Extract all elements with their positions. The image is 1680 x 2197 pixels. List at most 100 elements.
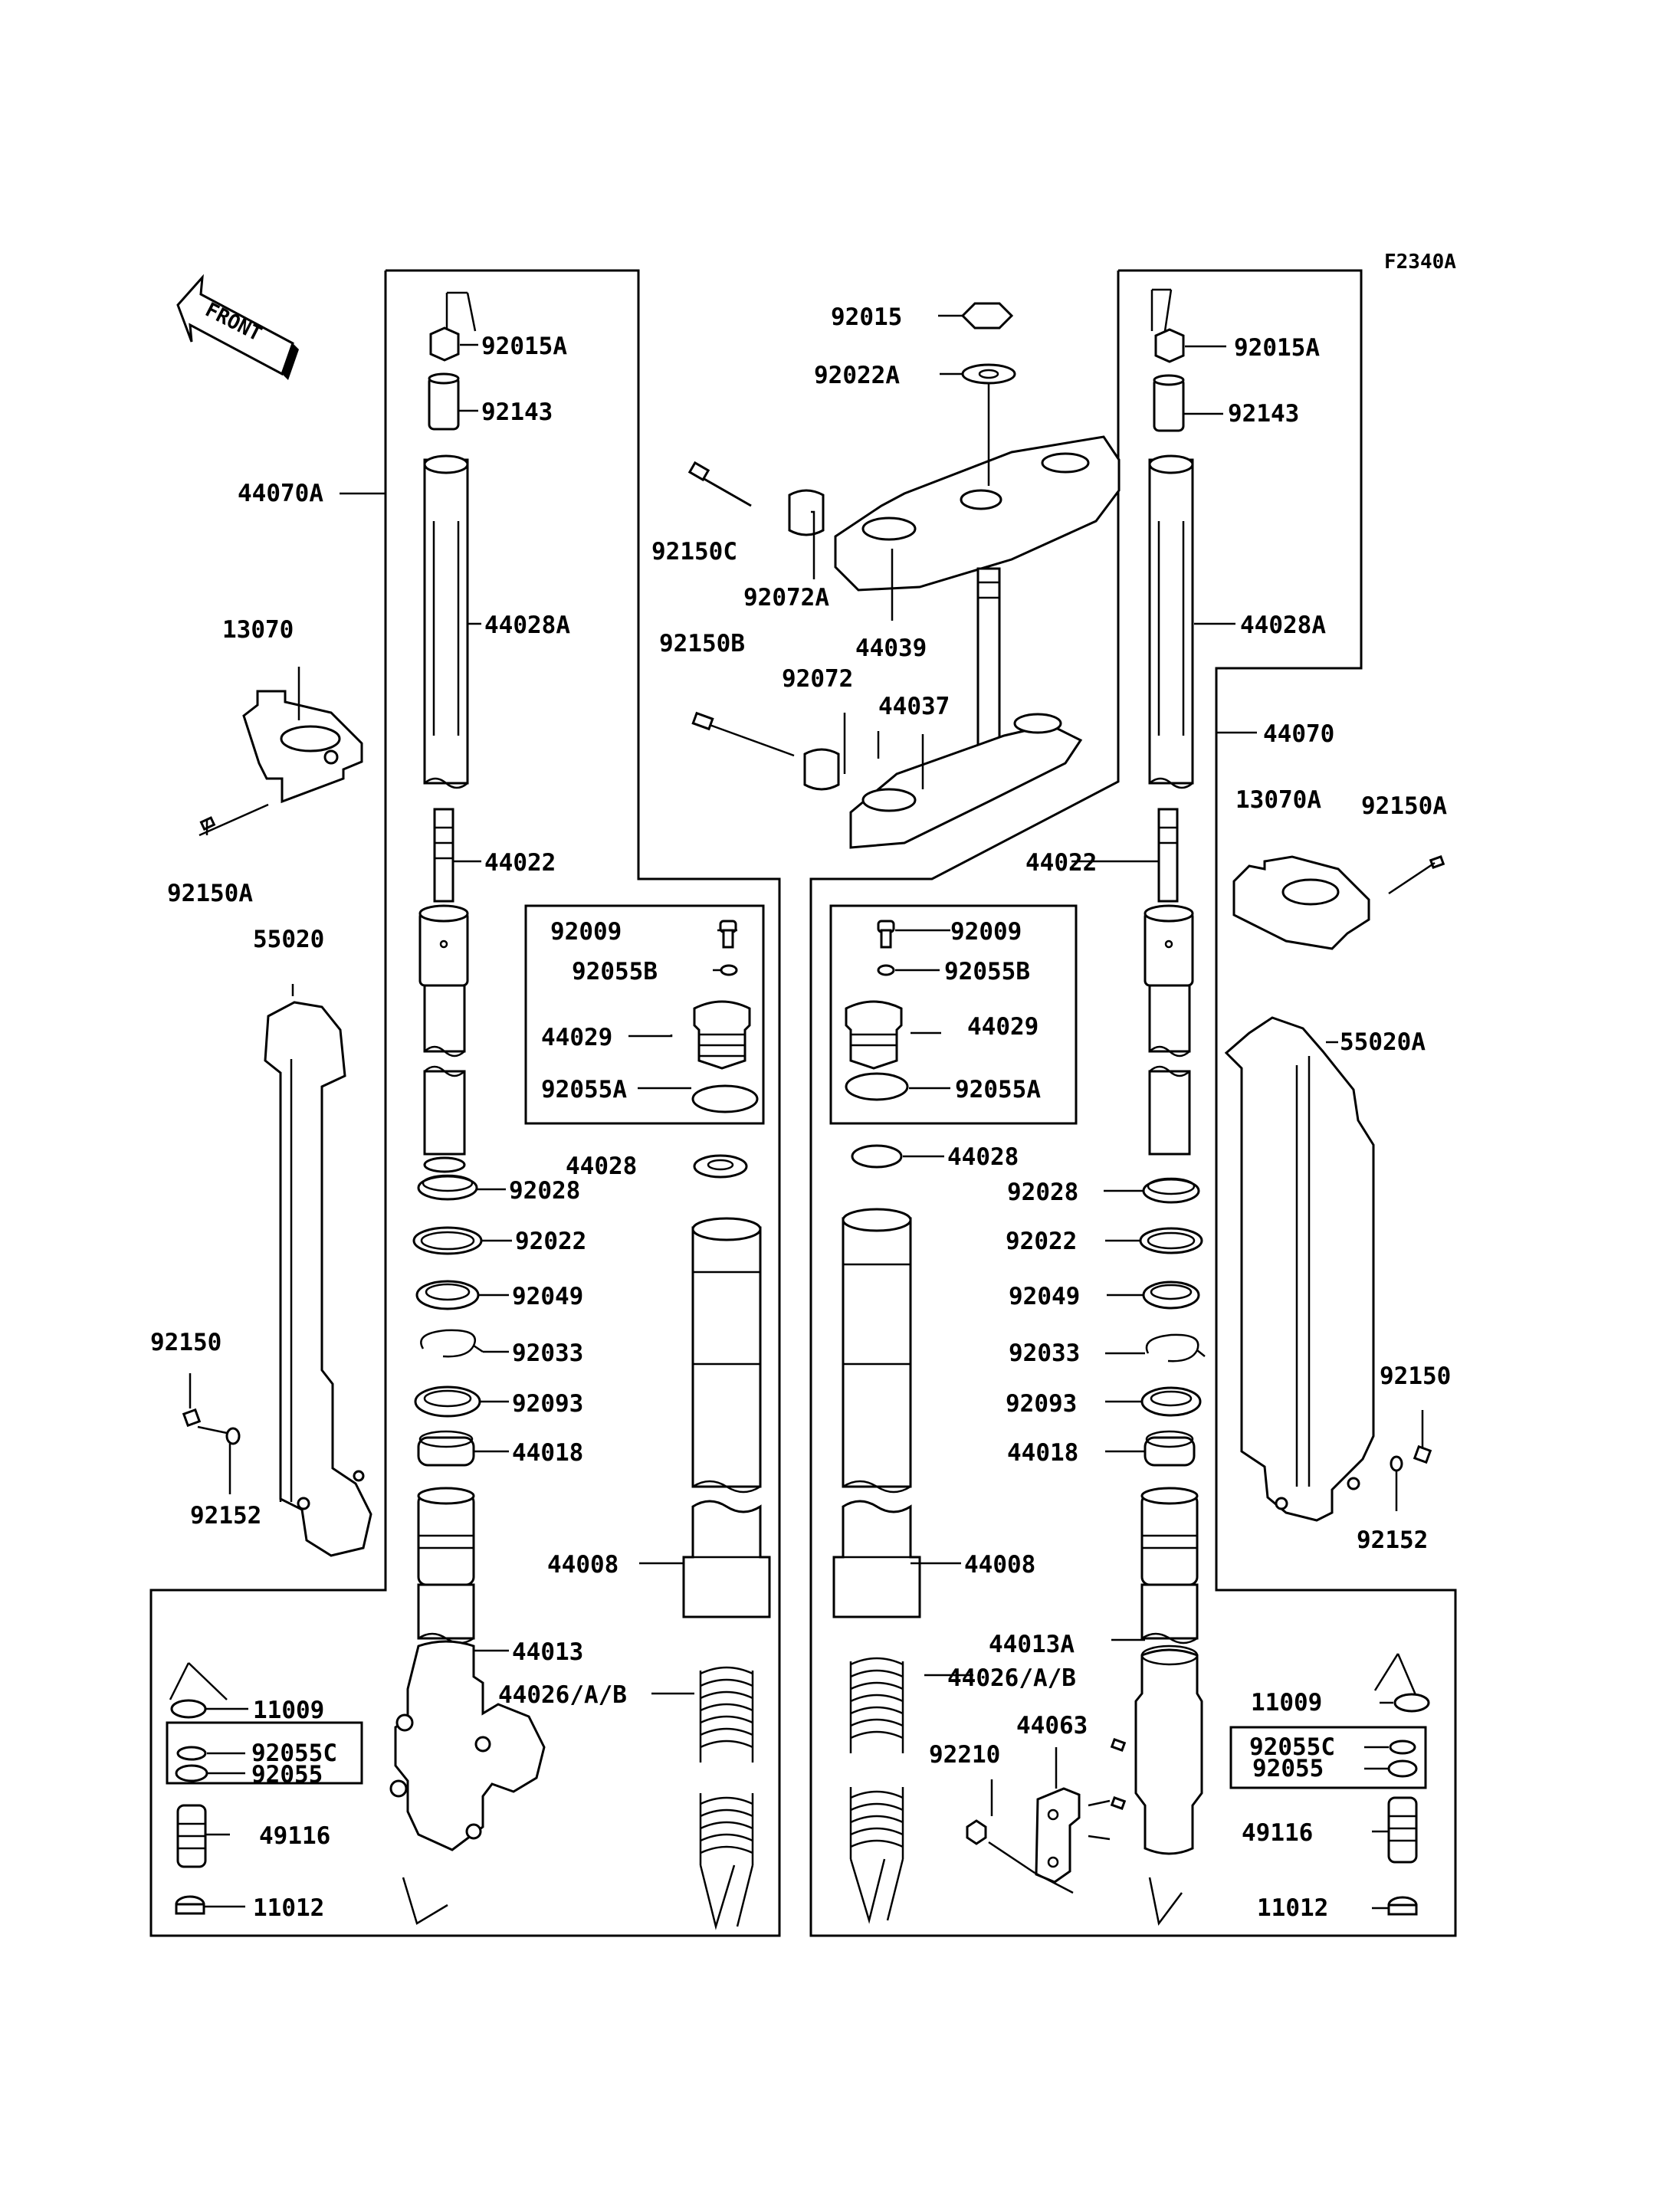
label-11012-left: 11012 (253, 1894, 324, 1922)
label-92150A-left: 92150A (167, 880, 253, 907)
right-cap-kit-box (829, 904, 1078, 1125)
label-44037: 44037 (878, 693, 950, 720)
right-fork-frame (809, 269, 1457, 1937)
label-92009-right: 92009 (950, 918, 1022, 946)
right-bushing-44018 (1144, 1436, 1196, 1467)
right-spring-seat-44028 (851, 1144, 903, 1169)
right-oring-92055A (845, 1072, 909, 1101)
label-92055-left: 92055 (251, 1761, 323, 1789)
label-44022-left: 44022 (484, 849, 556, 877)
label-92015A-left: 92015A (481, 333, 567, 360)
left-oring-92055 (175, 1764, 208, 1782)
left-cap-kit-box (524, 904, 765, 1125)
washer-92022A (961, 363, 1016, 385)
label-44028A-right: 44028A (1240, 612, 1326, 639)
label-92150C: 92150C (651, 538, 737, 566)
label-92055-right: 92055 (1252, 1755, 1324, 1782)
left-spring-seat-44028 (693, 1154, 748, 1179)
label-92028-left: 92028 (509, 1177, 580, 1205)
label-44028-right: 44028 (947, 1143, 1019, 1171)
label-44013A: 44013A (989, 1631, 1075, 1658)
label-44029-left: 44029 (541, 1024, 612, 1051)
label-92152-left: 92152 (190, 1502, 261, 1530)
left-washer-11009 (170, 1699, 207, 1719)
left-fork-spring-44026 (699, 1666, 754, 1930)
label-92210: 92210 (929, 1741, 1000, 1769)
right-valve-kit-box (1229, 1726, 1427, 1789)
label-92055B-left: 92055B (572, 958, 658, 985)
label-92072A: 92072A (743, 584, 829, 612)
left-outer-tube-44008 (691, 1226, 762, 1488)
right-bolt-92150 (1413, 1444, 1432, 1464)
label-44008-right: 44008 (964, 1551, 1035, 1579)
label-92049-left: 92049 (512, 1283, 583, 1310)
label-55020A: 55020A (1340, 1028, 1426, 1056)
part-number-labels: 92015A 92143 44070A 44028A 13070 92150A … (150, 303, 1451, 1922)
label-44008-left: 44008 (547, 1551, 619, 1579)
left-oring-92055C (176, 1746, 207, 1761)
right-washer-11009 (1393, 1693, 1430, 1713)
label-49116-left: 49116 (259, 1822, 330, 1850)
label-92093-left: 92093 (512, 1390, 583, 1418)
label-92022-left: 92022 (515, 1228, 586, 1255)
label-92022A-center: 92022A (814, 362, 900, 389)
nut-92015 (960, 302, 1014, 330)
label-92055C-right: 92055C (1249, 1733, 1335, 1761)
label-44018-left: 44018 (512, 1439, 583, 1467)
right-collar (1153, 377, 1185, 432)
left-bottom-case-44013 (394, 1640, 546, 1851)
nut-92210 (966, 1819, 987, 1845)
label-92055A-left: 92055A (541, 1076, 627, 1103)
bolt-92150B (691, 711, 714, 731)
collar-92072A (788, 489, 825, 536)
right-bottom-case-44013A (1134, 1648, 1203, 1855)
right-fork-protector-55020A (1224, 1016, 1375, 1522)
label-11009-right: 11009 (1251, 1689, 1322, 1717)
left-valve-kit-box (166, 1721, 363, 1785)
label-49116-right: 49116 (1242, 1819, 1313, 1847)
label-44039: 44039 (855, 635, 927, 662)
left-top-nut (429, 326, 460, 362)
leader-lines (189, 314, 1424, 1910)
label-92055B-right: 92055B (944, 958, 1030, 985)
upper-clamp-44039 (834, 435, 1121, 592)
label-92093-right: 92093 (1006, 1390, 1077, 1418)
bolt-92150C (687, 461, 710, 482)
label-92009-left: 92009 (550, 918, 622, 946)
left-bushing-44018 (417, 1436, 475, 1467)
right-outer-tube-44008 (842, 1217, 912, 1488)
collar-92072 (803, 748, 840, 791)
left-bolt-92150 (182, 1408, 202, 1428)
left-circlip-92033 (420, 1329, 484, 1358)
label-92150-left: 92150 (150, 1329, 221, 1356)
label-92033-right: 92033 (1009, 1340, 1080, 1367)
label-44013: 44013 (512, 1638, 583, 1666)
left-oil-seal-92049 (415, 1280, 480, 1310)
label-92150B: 92150B (659, 630, 745, 657)
right-oring-92055C (1389, 1740, 1416, 1755)
front-direction-arrow: FRONT (176, 274, 299, 380)
left-damper-rod (433, 808, 454, 903)
label-44018-right: 44018 (1007, 1439, 1078, 1467)
label-92152-right: 92152 (1357, 1526, 1428, 1554)
label-44029-right: 44029 (967, 1013, 1039, 1041)
label-55020: 55020 (253, 926, 324, 953)
label-92015-center: 92015 (831, 303, 902, 331)
left-inner-tube-upper (423, 458, 469, 785)
right-fork-spring-44026 (849, 1657, 904, 1924)
label-92049-right: 92049 (1009, 1283, 1080, 1310)
label-44070A: 44070A (238, 480, 323, 507)
label-92072: 92072 (782, 665, 853, 693)
left-oring-92055A (691, 1084, 759, 1113)
label-92150A-right: 92150A (1361, 792, 1447, 820)
left-washer-92152 (225, 1427, 241, 1445)
left-collar (428, 375, 460, 431)
label-11012-right: 11012 (1257, 1894, 1328, 1922)
steering-clamp-parts (687, 302, 1121, 849)
label-13070: 13070 (222, 616, 294, 644)
right-circlip-92033 (1145, 1333, 1206, 1362)
label-92055A-right: 92055A (955, 1076, 1041, 1103)
label-11009-left: 11009 (253, 1697, 324, 1724)
right-top-nut (1154, 328, 1185, 363)
label-92143-right: 92143 (1228, 400, 1299, 428)
